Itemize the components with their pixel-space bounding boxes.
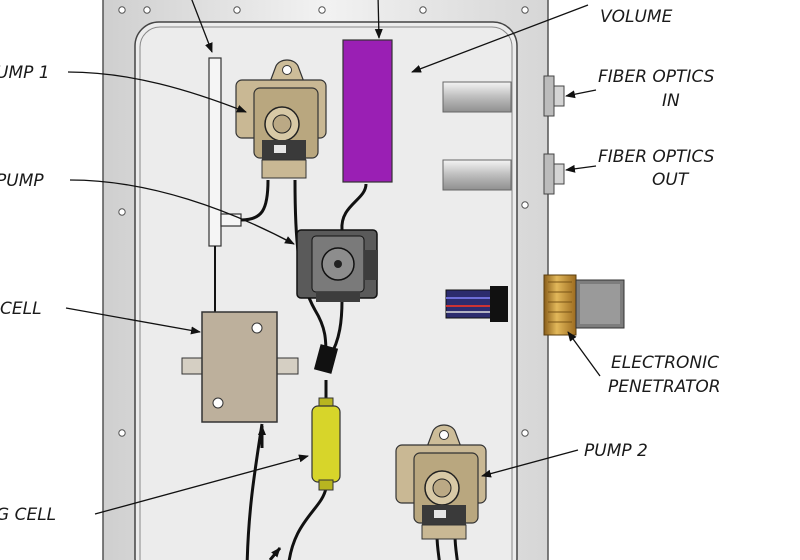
mounting-holes bbox=[118, 6, 529, 437]
tubing bbox=[240, 179, 459, 560]
label-fiber-out-line2: OUT bbox=[652, 170, 690, 190]
flow-arrows bbox=[258, 425, 282, 560]
electronic-penetrator bbox=[543, 274, 625, 336]
label-fiber-in-line1: FIBER OPTICS bbox=[598, 67, 715, 87]
label-cell-bottom: G CELL bbox=[0, 505, 56, 525]
label-pump-2: PUMP 2 bbox=[584, 441, 648, 461]
leader-lines bbox=[65, 0, 601, 515]
manifold-block bbox=[181, 311, 299, 423]
pump-2 bbox=[395, 424, 487, 540]
label-cell-left: CELL bbox=[0, 299, 42, 319]
pump-1 bbox=[235, 59, 327, 179]
check-valve bbox=[313, 344, 339, 374]
label-penetrator-line2: PENETRATOR bbox=[608, 377, 721, 397]
yellow-filter bbox=[311, 397, 341, 491]
label-middle-pump: PUMP bbox=[0, 171, 44, 191]
label-volume-line2: VOLUME bbox=[600, 7, 673, 27]
electronic-connector bbox=[445, 286, 508, 322]
label-fiber-out-line1: FIBER OPTICS bbox=[598, 147, 715, 167]
label-penetrator-line1: ELECTRONIC bbox=[611, 353, 719, 373]
fiber-optic-rods bbox=[442, 81, 512, 191]
purple-volume bbox=[342, 39, 393, 183]
label-fiber-in-line2: IN bbox=[662, 91, 680, 111]
fiber-fittings bbox=[543, 75, 565, 195]
middle-pump bbox=[296, 229, 378, 302]
label-pump-1: UMP 1 bbox=[0, 63, 50, 83]
